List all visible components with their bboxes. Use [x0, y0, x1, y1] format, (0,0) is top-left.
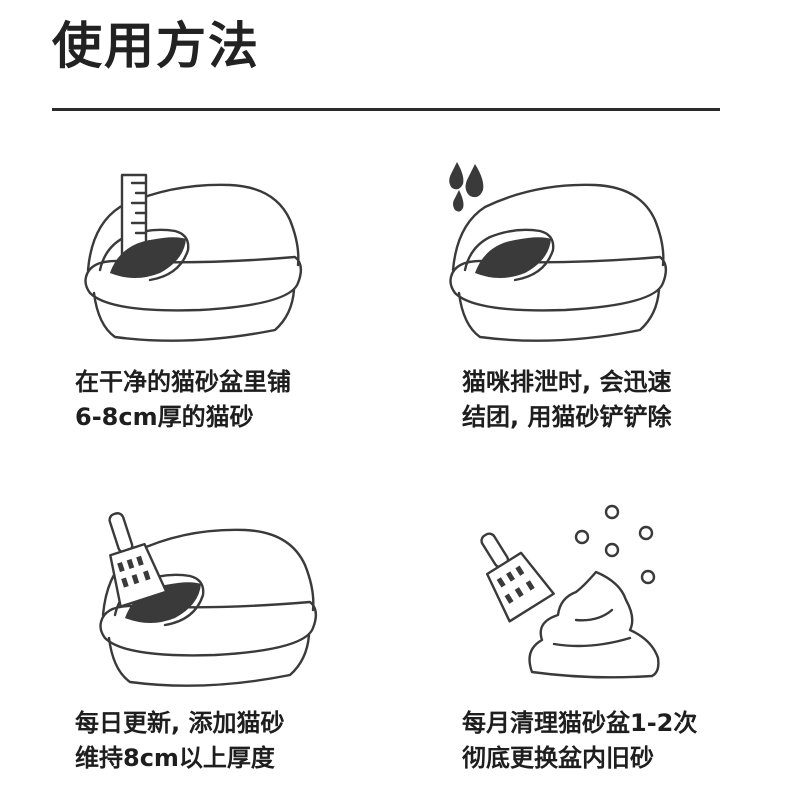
step-2-line-1: 猫咪排泄时, 会迅速 — [462, 368, 672, 396]
litter-box-with-drops-icon — [445, 150, 675, 354]
page-title: 使用方法 — [52, 17, 260, 75]
step-3-line-1: 每日更新, 添加猫砂 — [75, 709, 285, 737]
step-3-caption: 每日更新, 添加猫砂 维持8cm以上厚度 — [75, 706, 284, 776]
step-2-caption: 猫咪排泄时, 会迅速 结团, 用猫砂铲铲除 — [462, 365, 671, 435]
step-1-line-1: 在干净的猫砂盆里铺 — [75, 368, 291, 396]
step-1-line-2: 6-8cm厚的猫砂 — [75, 403, 254, 431]
step-4-line-1: 每月清理猫砂盆1-2次 — [462, 709, 698, 737]
step-4-caption: 每月清理猫砂盆1-2次 彻底更换盆内旧砂 — [462, 706, 697, 776]
title-divider — [52, 108, 720, 111]
scoop-and-waste-icon — [480, 500, 680, 689]
step-4-line-2: 彻底更换盆内旧砂 — [462, 744, 654, 772]
step-3-line-2: 维持8cm以上厚度 — [75, 744, 275, 772]
litter-box-with-ruler-icon — [80, 165, 310, 354]
step-2-line-2: 结团, 用猫砂铲铲除 — [462, 403, 672, 431]
litter-box-with-scoop-icon — [95, 505, 325, 699]
step-1-caption: 在干净的猫砂盆里铺 6-8cm厚的猫砂 — [75, 365, 291, 435]
